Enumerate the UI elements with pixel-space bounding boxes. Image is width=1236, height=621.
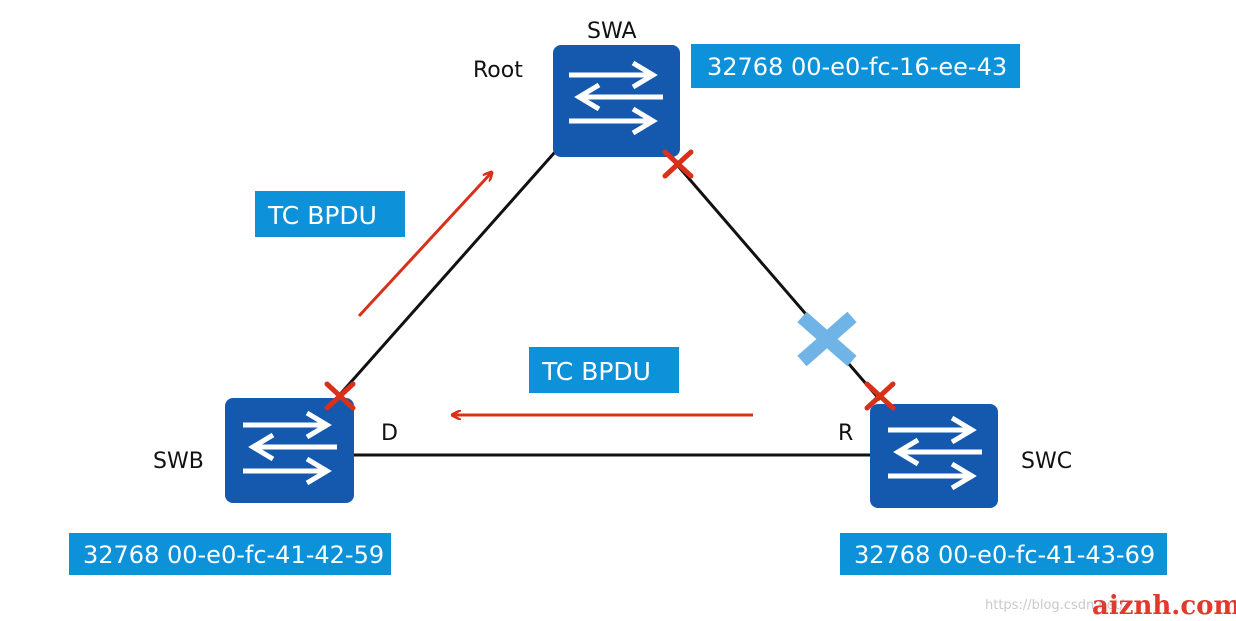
switch-name-swb: SWB [153,449,204,474]
switch-swc[interactable] [870,404,998,508]
port-label-d: D [381,421,398,446]
svg-text:TC BPDU: TC BPDU [267,201,377,230]
failure-x-icon [797,311,857,367]
switch-name-swc: SWC [1021,449,1072,474]
switch-swb[interactable] [225,398,354,503]
watermark-brand: aiznh.com [1092,591,1236,621]
bridge-id-box-swb: 32768 00-e0-fc-41-42-59 [69,533,391,575]
switch-name-swa: SWA [587,19,637,44]
switch-icon [225,398,354,503]
switch-icon [870,404,998,508]
svg-text:TC BPDU: TC BPDU [541,357,651,386]
svg-text:32768 00-e0-fc-16-ee-43: 32768 00-e0-fc-16-ee-43 [707,53,1007,81]
bridge-id-box-swa: 32768 00-e0-fc-16-ee-43 [691,44,1020,88]
red-x-icon [662,149,694,179]
switch-icon [553,45,680,157]
svg-text:32768 00-e0-fc-41-43-69: 32768 00-e0-fc-41-43-69 [854,541,1155,569]
svg-text:32768 00-e0-fc-41-42-59: 32768 00-e0-fc-41-42-59 [83,541,384,569]
link-swa-swb [333,151,557,401]
watermark-url: https://blog.csdn.net/ [985,598,1125,613]
switch-swa[interactable] [553,45,680,157]
port-label-r: R [838,421,853,446]
red-x-icon [324,381,356,411]
root-label: Root [473,58,523,83]
bridge-id-box-swc: 32768 00-e0-fc-41-43-69 [840,533,1167,575]
red-x-icon [864,381,896,411]
tc-bpdu-label-upper: TC BPDU [255,191,405,237]
tc-bpdu-label-lower: TC BPDU [529,347,679,393]
tc-arrow-swb-to-swa [357,172,492,318]
